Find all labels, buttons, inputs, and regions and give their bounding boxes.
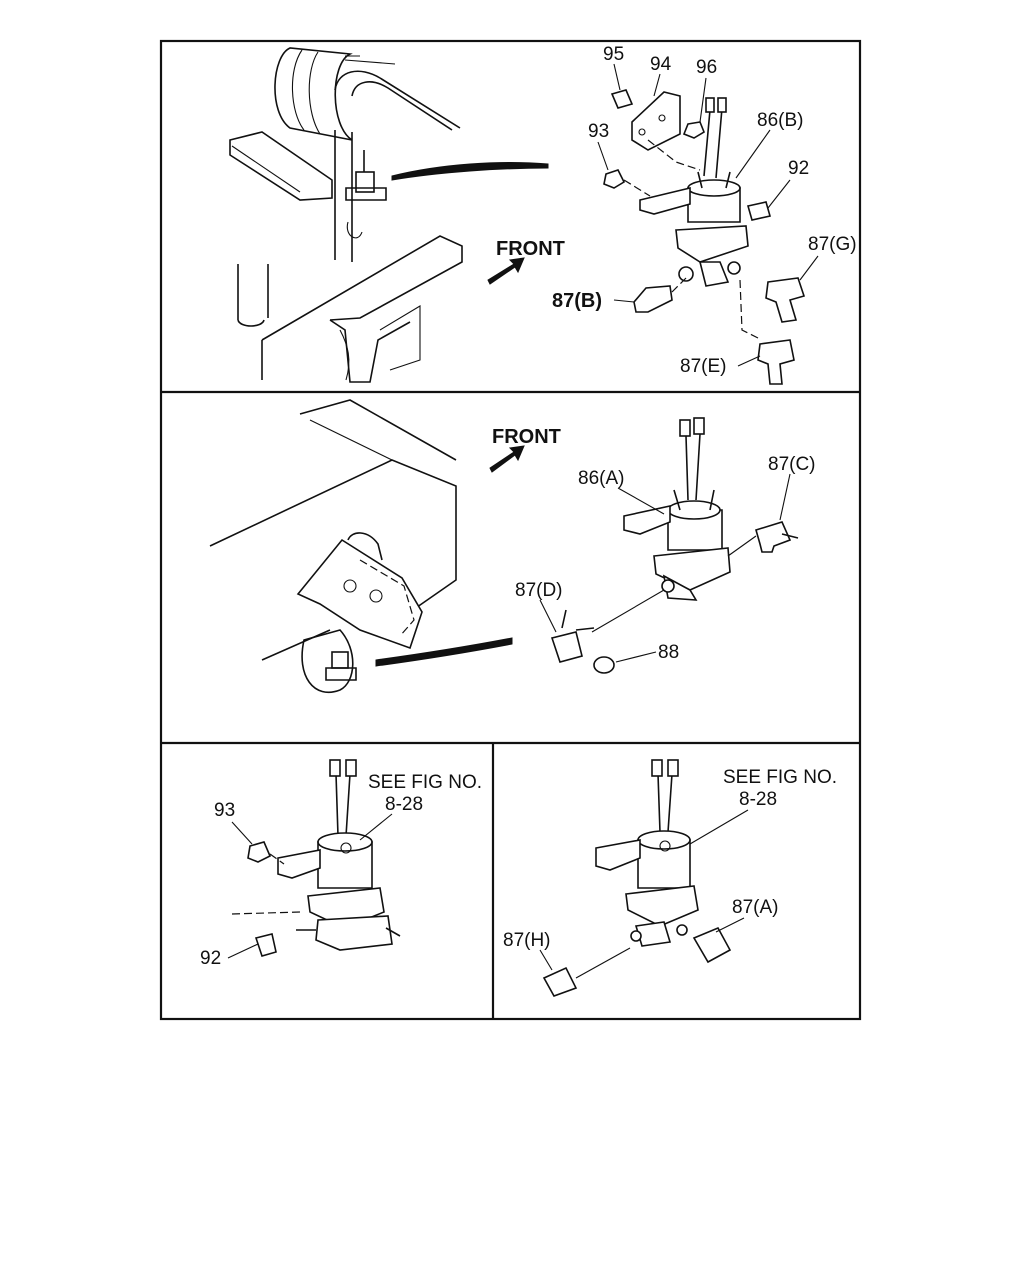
see-fig-label: SEE FIG NO. bbox=[368, 772, 482, 793]
callout-86b: 86(B) bbox=[757, 110, 803, 131]
trailer-frame-illustration bbox=[209, 399, 513, 693]
see-fig-number: 8-28 bbox=[739, 789, 777, 810]
callout-87e: 87(E) bbox=[680, 356, 726, 377]
callout-87c: 87(C) bbox=[768, 454, 816, 475]
callout-87d: 87(D) bbox=[515, 580, 563, 601]
callout-87g: 87(G) bbox=[808, 234, 857, 255]
callout-92: 92 bbox=[200, 948, 221, 969]
callouts-bottom-right: SEE FIG NO. 8-28 87(A) 87(H) bbox=[503, 767, 837, 971]
front-arrow-icon bbox=[489, 445, 525, 473]
callout-93: 93 bbox=[588, 121, 609, 142]
vehicle-frame-illustration bbox=[229, 47, 549, 383]
panel-middle: FRONT 86(A) 87(C) 87(D) bbox=[209, 399, 816, 693]
callouts-top: 95 94 96 93 86(B) 92 87(G) 87(B) 87(E) bbox=[552, 44, 857, 377]
callout-87b: 87(B) bbox=[552, 290, 602, 312]
valve-assembly-86a bbox=[550, 417, 799, 674]
front-label-top: FRONT bbox=[496, 238, 565, 260]
callout-96: 96 bbox=[696, 57, 717, 78]
callout-86a: 86(A) bbox=[578, 468, 624, 489]
panel-bottom-left: SEE FIG NO. 8-28 93 92 bbox=[200, 759, 482, 969]
callout-88: 88 bbox=[658, 642, 679, 663]
front-arrow-icon bbox=[487, 257, 525, 285]
callouts-middle: 86(A) 87(C) 87(D) 88 bbox=[515, 454, 816, 663]
callout-95: 95 bbox=[603, 44, 624, 65]
callout-93: 93 bbox=[214, 800, 235, 821]
callout-87a: 87(A) bbox=[732, 897, 778, 918]
callouts-bottom-left: SEE FIG NO. 8-28 93 92 bbox=[200, 772, 482, 969]
panel-top: FRONT bbox=[229, 44, 857, 385]
callout-92: 92 bbox=[788, 158, 809, 179]
valve-assembly-right bbox=[542, 759, 732, 997]
see-fig-number: 8-28 bbox=[385, 794, 423, 815]
diagram-frame bbox=[159, 39, 862, 1021]
callout-94: 94 bbox=[650, 54, 672, 75]
valve-assembly-86b bbox=[603, 89, 806, 385]
callout-87h: 87(H) bbox=[503, 930, 551, 951]
valve-assembly-left bbox=[231, 759, 401, 957]
panel-bottom-right: SEE FIG NO. 8-28 87(A) 87(H) bbox=[503, 759, 837, 997]
front-label-middle: FRONT bbox=[492, 426, 561, 448]
see-fig-label: SEE FIG NO. bbox=[723, 767, 837, 788]
